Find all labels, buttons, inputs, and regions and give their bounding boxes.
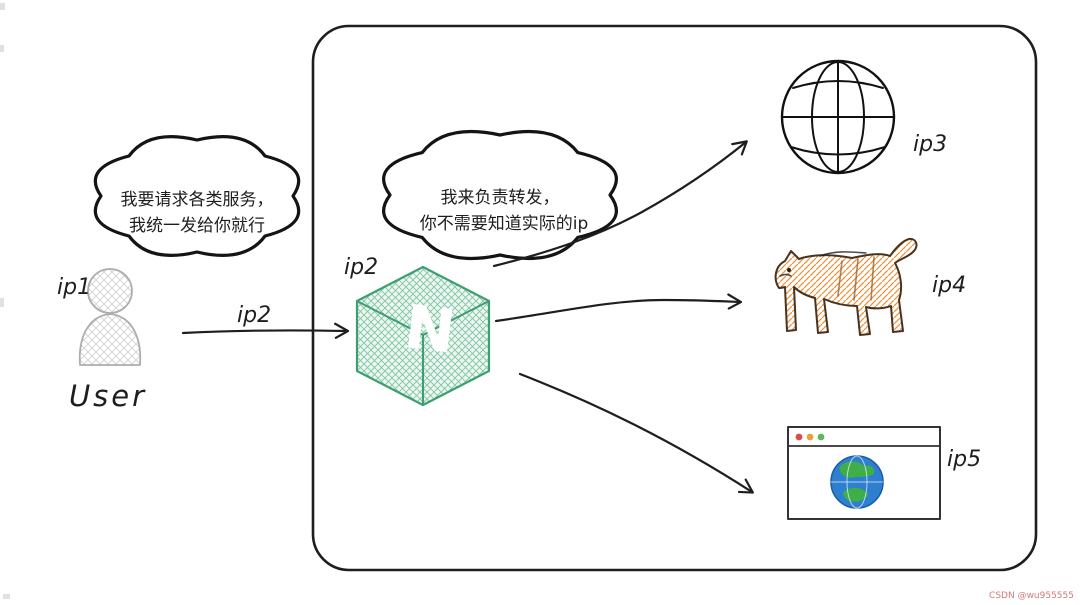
arrow-proxy-to-browser [518,372,754,494]
globe-parallel-top [792,80,884,89]
edge-mark [0,3,5,10]
proxy-speech-cloud: 我来负责转发， 你不需要知道实际的ip [382,129,618,261]
arrow-proxy-to-cat [494,293,743,323]
proxy-speech-line1: 我来负责转发， [441,188,560,208]
user-figure [78,268,142,366]
proxy-boundary-box [311,24,1038,572]
user-speech-cloud: 我要请求各类服务， 我统一发给你就行 [93,135,301,257]
cloud-shape-icon [382,129,618,261]
browser-ip-label: ip5 [947,447,981,472]
cat-icon [774,237,918,336]
arrow-proxy-to-globe [492,140,748,268]
browser-dot-red-icon [795,433,803,441]
cat-eye [787,268,791,272]
cat-body [774,237,918,336]
nginx-cube-icon: N [355,265,491,407]
cloud-shape-icon [93,135,301,257]
arrow-user-to-proxy [181,322,350,339]
user-ip-label: ip1 [57,275,91,300]
cat-ip-label: ip4 [932,273,966,298]
edge-mark [3,594,10,599]
cube-inner-edges [356,300,490,406]
edge-mark [0,45,4,52]
browser-icon [787,426,941,520]
watermark-text: CSDN @wu955555 [989,591,1074,601]
browser-dot-green-icon [817,433,825,441]
nginx-letter: N [401,292,459,368]
user-head [87,268,133,314]
cat-sketch-accents [779,251,867,277]
edge-mark [0,298,4,307]
proxy-speech-line2: 你不需要知道实际的ip [420,214,589,234]
globe-ip-label: ip3 [913,132,947,157]
globe-icon [780,59,896,175]
request-arrow-label: ip2 [237,303,271,328]
proxy-ip-label: ip2 [344,255,378,280]
user-name-label: User [69,379,147,413]
user-speech-line1: 我要请求各类服务， [121,190,274,210]
browser-globe-land-top [839,461,875,478]
user-speech-line2: 我统一发给你就行 [129,216,265,236]
screen-edge-marks [0,3,10,599]
globe-parallel-bottom [790,146,886,156]
browser-dot-yellow-icon [806,433,814,441]
user-body [78,313,142,366]
cat-stripes [837,256,875,301]
